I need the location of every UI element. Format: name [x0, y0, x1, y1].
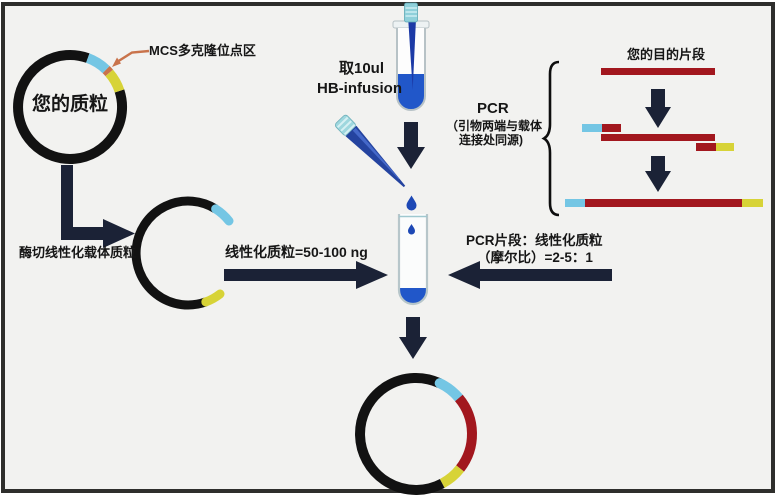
fragment-step1-arrow-icon	[645, 89, 671, 128]
pcr-brace-icon	[541, 60, 560, 217]
inner-droplet-icon	[408, 224, 415, 235]
droplet-icon	[406, 195, 417, 211]
reaction-tube-icon	[397, 214, 429, 306]
plasmid-name-label: 您的质粒	[31, 94, 108, 115]
reagent-down-arrow-icon	[397, 122, 425, 169]
diagram-frame	[1, 2, 775, 493]
vector-to-mix-arrow-icon	[224, 261, 388, 289]
reagent-volume-label: 取10ul	[339, 60, 385, 77]
pcr-title: PCR	[477, 100, 509, 117]
fragment-step2-arrow-icon	[645, 156, 671, 192]
fragment-final-bar	[565, 199, 763, 207]
mix-down-arrow-icon	[399, 317, 427, 359]
fragment-step2-primers	[582, 124, 734, 151]
reagent-tube-icon	[392, 2, 430, 111]
target-fragment-title: 您的目的片段	[627, 47, 706, 62]
reagent-name-label: HB-infusion	[317, 80, 402, 97]
mcs-label: MCS多克隆位点区	[149, 43, 256, 58]
source-plasmid-icon	[13, 49, 128, 164]
pcr-to-mix-arrow-icon	[448, 261, 612, 289]
pcr-note-line2: 连接处同源)	[459, 133, 523, 147]
pipette-tip-icon	[334, 114, 406, 188]
mcs-pointer-icon	[112, 49, 150, 67]
linearized-plasmid-icon	[131, 196, 234, 310]
linearized-amount-label: 线性化质粒=50-100 ng	[225, 244, 368, 260]
fragment-step1-bar	[601, 68, 715, 75]
molar-ratio-line2: （摩尔比）=2-5：1	[477, 250, 593, 265]
pcr-note-line1: （引物两端与载体	[446, 119, 543, 133]
digest-arrow-icon	[61, 165, 135, 248]
recombinant-plasmid-icon	[355, 372, 477, 495]
digest-label: 酶切线性化载体质粒	[19, 245, 137, 260]
molar-ratio-line1: PCR片段：线性化质粒	[466, 233, 603, 248]
